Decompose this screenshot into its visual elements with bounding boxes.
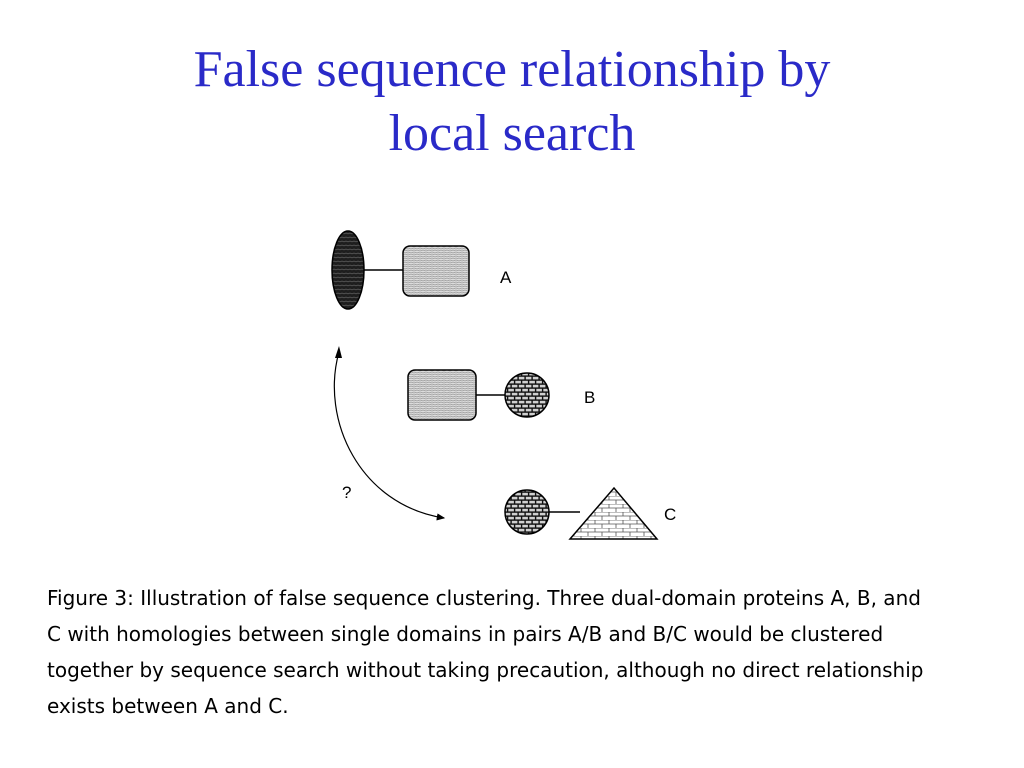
protein-b-label: B [584, 388, 595, 407]
title-line-2: local search [388, 105, 636, 162]
caption-line-4: exists between A and C. [47, 694, 289, 718]
caption-line-1: Figure 3: Illustration of false sequence… [47, 586, 921, 610]
protein-a-dark-domain [331, 230, 365, 310]
protein-c-label: C [664, 505, 676, 524]
protein-c-pyramid-domain [568, 486, 659, 540]
question-mark: ? [342, 483, 351, 502]
protein-b-brick-domain [504, 372, 550, 418]
slide-title: False sequence relationship by local sea… [0, 38, 1024, 166]
caption-line-2: C with homologies between single domains… [47, 622, 884, 646]
protein-b-light-domain [407, 369, 477, 421]
title-line-1: False sequence relationship by [193, 41, 831, 98]
arrow-start-tip [335, 346, 342, 358]
curved-arrow [333, 351, 446, 521]
protein-a-light-domain [402, 245, 470, 297]
figure-caption: Figure 3: Illustration of false sequence… [47, 580, 972, 724]
protein-a-label: A [500, 268, 512, 287]
protein-c: C [504, 486, 676, 540]
protein-a: A [331, 230, 512, 310]
relationship-arrow: ? [333, 346, 446, 521]
protein-c-brick-domain [504, 489, 550, 535]
caption-line-3: together by sequence search without taki… [47, 658, 924, 682]
protein-b: B [407, 369, 595, 421]
